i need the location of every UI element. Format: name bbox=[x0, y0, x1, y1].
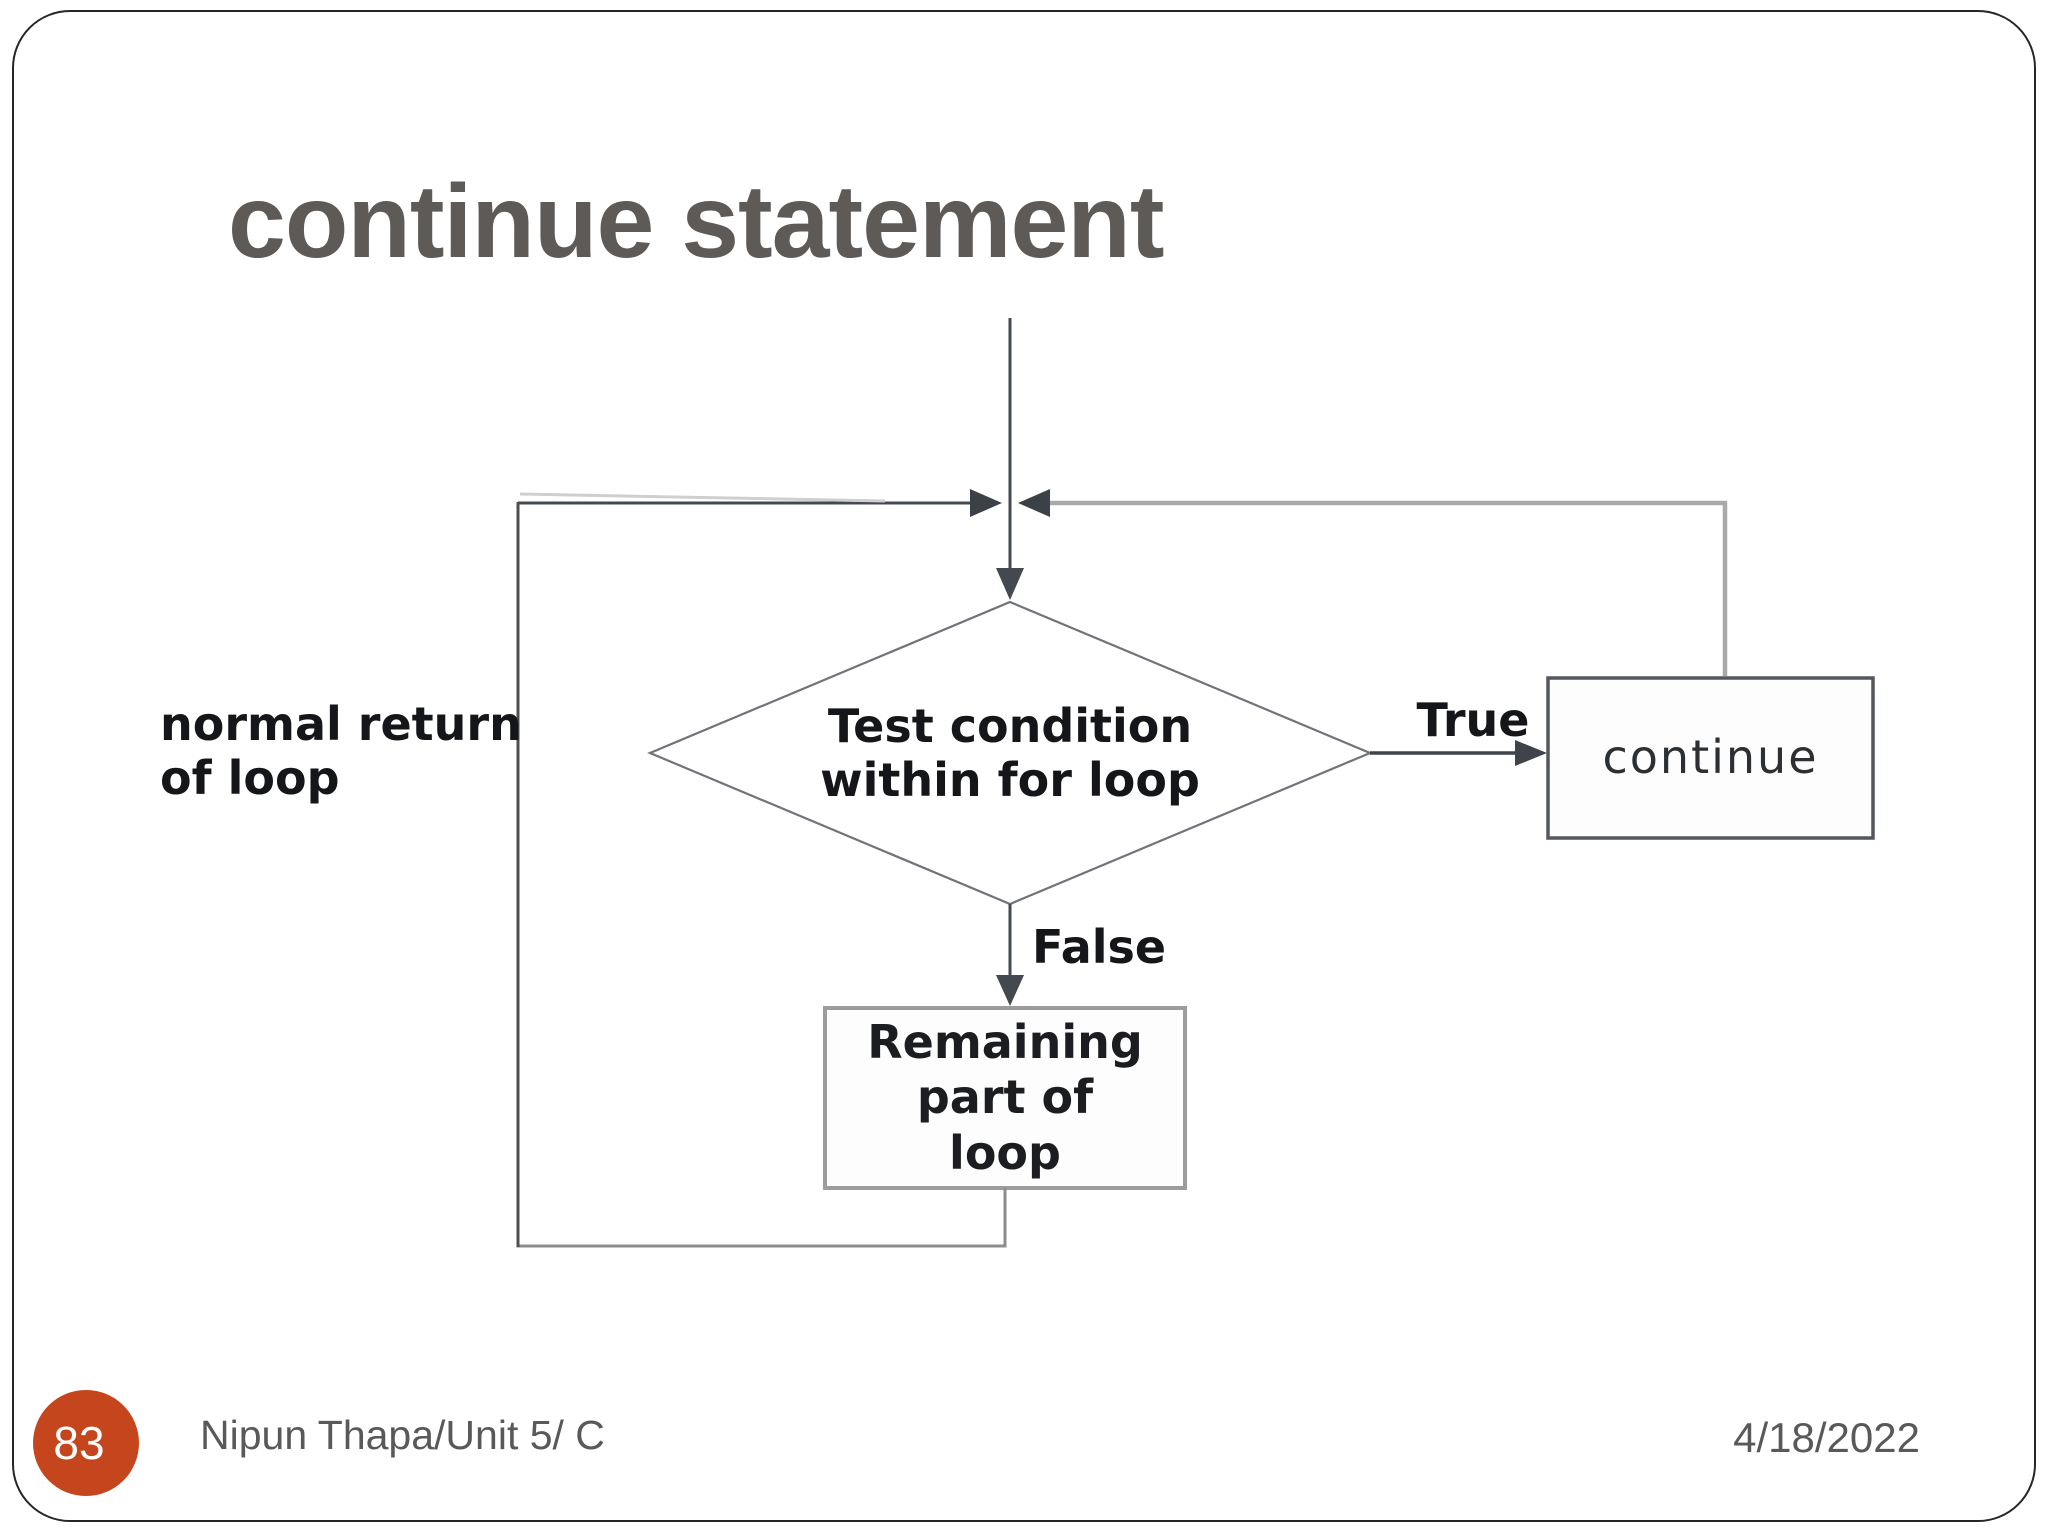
entry-arrowhead-icon bbox=[996, 568, 1024, 600]
remaining-box-label-line1: Remaining part of bbox=[867, 1015, 1143, 1125]
merge-left-highlight bbox=[519, 492, 886, 503]
false-branch-label: False bbox=[1032, 920, 1167, 974]
remaining-box-label: Remaining part of loop bbox=[825, 1008, 1185, 1188]
true-branch-label: True bbox=[1416, 693, 1530, 747]
page-number-badge: 83 bbox=[33, 1390, 139, 1496]
decision-label-line2: within for loop bbox=[820, 752, 1200, 807]
normal-return-label-line1: normal return bbox=[160, 697, 522, 751]
continue-return-line bbox=[1042, 500, 1728, 676]
remaining-box bbox=[823, 1006, 1187, 1190]
continue-box bbox=[1546, 676, 1875, 840]
merge-arrowhead-left-icon bbox=[1018, 489, 1050, 517]
decision-label-line1: Test condition bbox=[827, 699, 1193, 753]
false-arrowhead-icon bbox=[996, 975, 1024, 1006]
merge-arrowhead-right-icon bbox=[970, 489, 1002, 517]
remaining-box-label-line2: loop bbox=[949, 1125, 1061, 1180]
normal-return-label-line2: of loop bbox=[160, 750, 340, 805]
slide-title: continue statement bbox=[228, 164, 1164, 280]
footer-date: 4/18/2022 bbox=[1733, 1414, 1920, 1461]
continue-box-label: continue bbox=[1602, 730, 1819, 785]
true-arrowhead-icon bbox=[1515, 740, 1547, 766]
footer-credit: Nipun Thapa/Unit 5/ C bbox=[200, 1412, 605, 1458]
decision-label: Test condition within for loop bbox=[810, 699, 1210, 808]
page-number: 83 bbox=[53, 1417, 105, 1469]
normal-return-label: normal return of loop bbox=[160, 697, 522, 806]
